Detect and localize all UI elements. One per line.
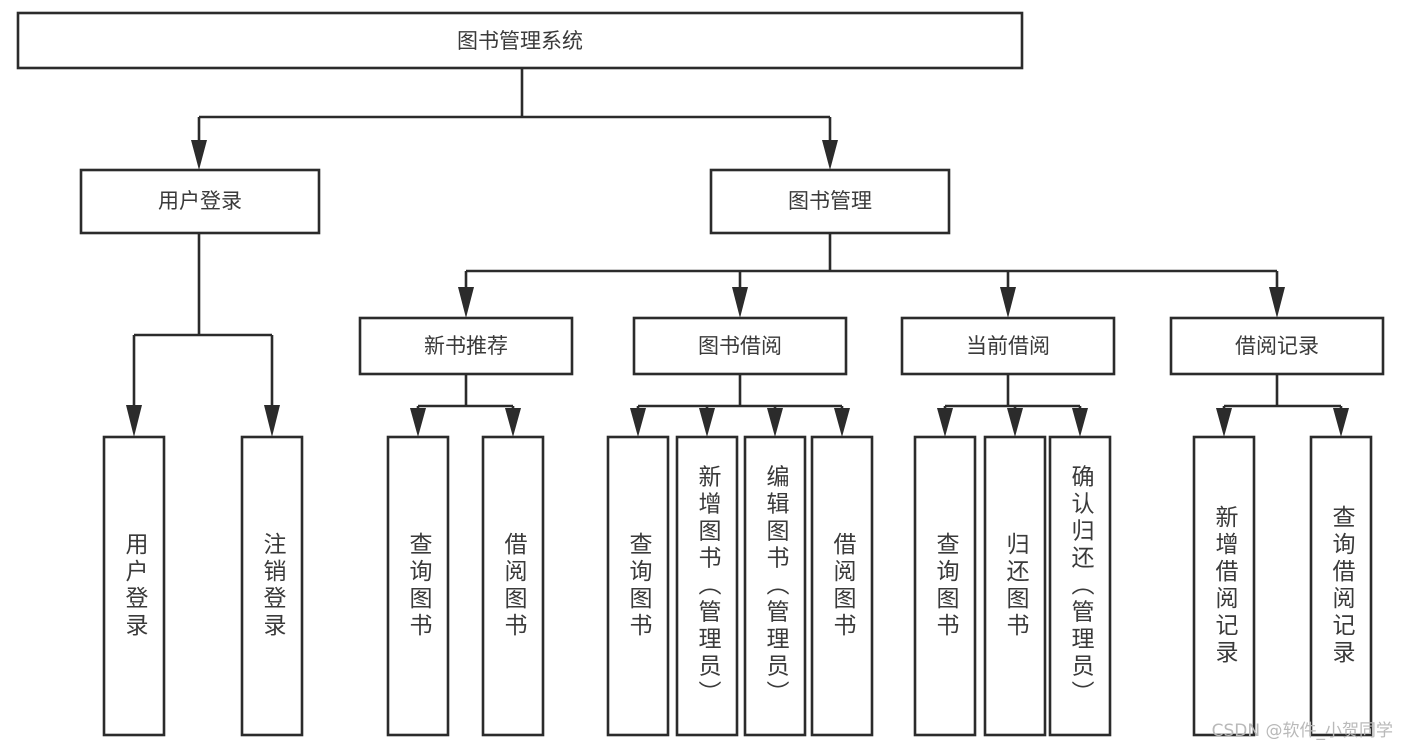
node-leaf-add-record[interactable]: 新增借阅记录 bbox=[1192, 435, 1256, 737]
arrowhead-leaf-query-book-2 bbox=[630, 408, 646, 437]
node-leaf-confirm-return-label: 确认归还（管理员） bbox=[1067, 465, 1095, 708]
node-book-borrow-label: 图书借阅 bbox=[698, 334, 782, 358]
node-root[interactable]: 图书管理系统 bbox=[16, 11, 1024, 70]
node-root-box[interactable] bbox=[16, 11, 1024, 70]
node-leaf-confirm-return[interactable]: 确认归还（管理员） bbox=[1048, 435, 1112, 737]
arrowhead-leaf-user-logout bbox=[264, 405, 280, 437]
arrowhead-leaf-user-login bbox=[126, 405, 142, 437]
node-leaf-edit-book-box[interactable] bbox=[743, 435, 807, 737]
node-leaf-borrow-book-2[interactable]: 借阅图书 bbox=[810, 435, 874, 737]
node-book-borrow[interactable]: 图书借阅 bbox=[632, 316, 848, 376]
node-leaf-query-book-2-label: 查询图书 bbox=[625, 532, 653, 640]
node-leaf-return-book-box[interactable] bbox=[983, 435, 1047, 737]
arrowhead-leaf-query-book-3 bbox=[937, 408, 953, 437]
node-leaf-user-login[interactable]: 用户登录 bbox=[102, 435, 166, 737]
csdn-watermark: CSDN @软件_小贺同学 bbox=[1211, 721, 1393, 741]
node-leaf-add-book[interactable]: 新增图书（管理员） bbox=[675, 435, 739, 737]
node-leaf-borrow-book-2-label: 借阅图书 bbox=[829, 532, 857, 640]
connector-group-new-book-recommend bbox=[410, 374, 521, 437]
node-leaf-return-book-label: 归还图书 bbox=[1002, 532, 1030, 640]
node-new-book-recommend-box[interactable] bbox=[358, 316, 574, 376]
arrowhead-current-borrow bbox=[1000, 287, 1016, 318]
node-new-book-recommend-label: 新书推荐 bbox=[424, 334, 508, 358]
node-current-borrow-label: 当前借阅 bbox=[966, 334, 1050, 358]
connector-group-book-borrow bbox=[630, 374, 850, 437]
node-leaf-query-record-box[interactable] bbox=[1309, 435, 1373, 737]
node-leaf-borrow-book-1[interactable]: 借阅图书 bbox=[481, 435, 545, 737]
node-book-borrow-box[interactable] bbox=[632, 316, 848, 376]
node-leaf-user-login-label: 用户登录 bbox=[121, 532, 149, 640]
arrowhead-leaf-confirm-return bbox=[1072, 408, 1088, 437]
node-leaf-query-record-label: 查询借阅记录 bbox=[1328, 505, 1356, 667]
node-current-borrow-box[interactable] bbox=[900, 316, 1116, 376]
node-leaf-user-logout-label: 注销登录 bbox=[259, 532, 287, 640]
node-borrow-record[interactable]: 借阅记录 bbox=[1169, 316, 1385, 376]
node-book-manage[interactable]: 图书管理 bbox=[709, 168, 951, 235]
arrowhead-leaf-add-record bbox=[1216, 408, 1232, 437]
node-book-manage-label: 图书管理 bbox=[788, 189, 872, 213]
node-leaf-query-book-2[interactable]: 查询图书 bbox=[606, 435, 670, 737]
node-leaf-user-logout[interactable]: 注销登录 bbox=[240, 435, 304, 737]
arrowhead-new-book-recommend bbox=[458, 287, 474, 318]
arrowhead-leaf-query-book-1 bbox=[410, 408, 426, 437]
node-leaf-confirm-return-box[interactable] bbox=[1048, 435, 1112, 737]
node-user-login[interactable]: 用户登录 bbox=[79, 168, 321, 235]
connector-group-book-manage bbox=[458, 233, 1285, 318]
node-leaf-edit-book-label: 编辑图书（管理员） bbox=[762, 465, 790, 708]
arrowhead-user-login bbox=[191, 140, 207, 170]
node-leaf-add-record-box[interactable] bbox=[1192, 435, 1256, 737]
connector-group-current-borrow bbox=[937, 374, 1088, 437]
arrowhead-leaf-borrow-book-2 bbox=[834, 408, 850, 437]
node-leaf-query-record[interactable]: 查询借阅记录 bbox=[1309, 435, 1373, 737]
node-leaf-query-book-3-label: 查询图书 bbox=[932, 532, 960, 640]
node-leaf-borrow-book-2-box[interactable] bbox=[810, 435, 874, 737]
arrowhead-book-borrow bbox=[732, 287, 748, 318]
node-leaf-add-book-label: 新增图书（管理员） bbox=[694, 465, 722, 708]
node-borrow-record-label: 借阅记录 bbox=[1235, 334, 1319, 358]
connector-group-borrow-record bbox=[1216, 374, 1349, 437]
connector-group-user-login bbox=[126, 233, 280, 437]
node-leaf-borrow-book-1-label: 借阅图书 bbox=[500, 532, 528, 640]
arrowhead-leaf-query-record bbox=[1333, 408, 1349, 437]
node-leaf-query-book-1-label: 查询图书 bbox=[405, 532, 433, 640]
node-leaf-add-record-label: 新增借阅记录 bbox=[1211, 505, 1239, 667]
node-book-manage-box[interactable] bbox=[709, 168, 951, 235]
node-leaf-add-book-box[interactable] bbox=[675, 435, 739, 737]
node-leaf-query-book-1-box[interactable] bbox=[386, 435, 450, 737]
node-root-label: 图书管理系统 bbox=[457, 29, 583, 53]
node-current-borrow[interactable]: 当前借阅 bbox=[900, 316, 1116, 376]
node-leaf-query-book-3[interactable]: 查询图书 bbox=[913, 435, 977, 737]
node-leaf-user-logout-box[interactable] bbox=[240, 435, 304, 737]
arrowhead-leaf-borrow-book-1 bbox=[505, 408, 521, 437]
arrowhead-leaf-return-book bbox=[1007, 408, 1023, 437]
node-leaf-query-book-2-box[interactable] bbox=[606, 435, 670, 737]
node-new-book-recommend[interactable]: 新书推荐 bbox=[358, 316, 574, 376]
node-user-login-box[interactable] bbox=[79, 168, 321, 235]
node-leaf-query-book-3-box[interactable] bbox=[913, 435, 977, 737]
arrowhead-borrow-record bbox=[1269, 287, 1285, 318]
node-borrow-record-box[interactable] bbox=[1169, 316, 1385, 376]
node-user-login-label: 用户登录 bbox=[158, 189, 242, 213]
connector-group-root bbox=[191, 68, 838, 170]
arrowhead-leaf-edit-book bbox=[767, 408, 783, 437]
node-leaf-user-login-box[interactable] bbox=[102, 435, 166, 737]
node-leaf-query-book-1[interactable]: 查询图书 bbox=[386, 435, 450, 737]
arrowhead-book-manage bbox=[822, 140, 838, 170]
arrowhead-leaf-add-book bbox=[699, 408, 715, 437]
node-leaf-edit-book[interactable]: 编辑图书（管理员） bbox=[743, 435, 807, 737]
node-leaf-borrow-book-1-box[interactable] bbox=[481, 435, 545, 737]
node-leaf-return-book[interactable]: 归还图书 bbox=[983, 435, 1047, 737]
